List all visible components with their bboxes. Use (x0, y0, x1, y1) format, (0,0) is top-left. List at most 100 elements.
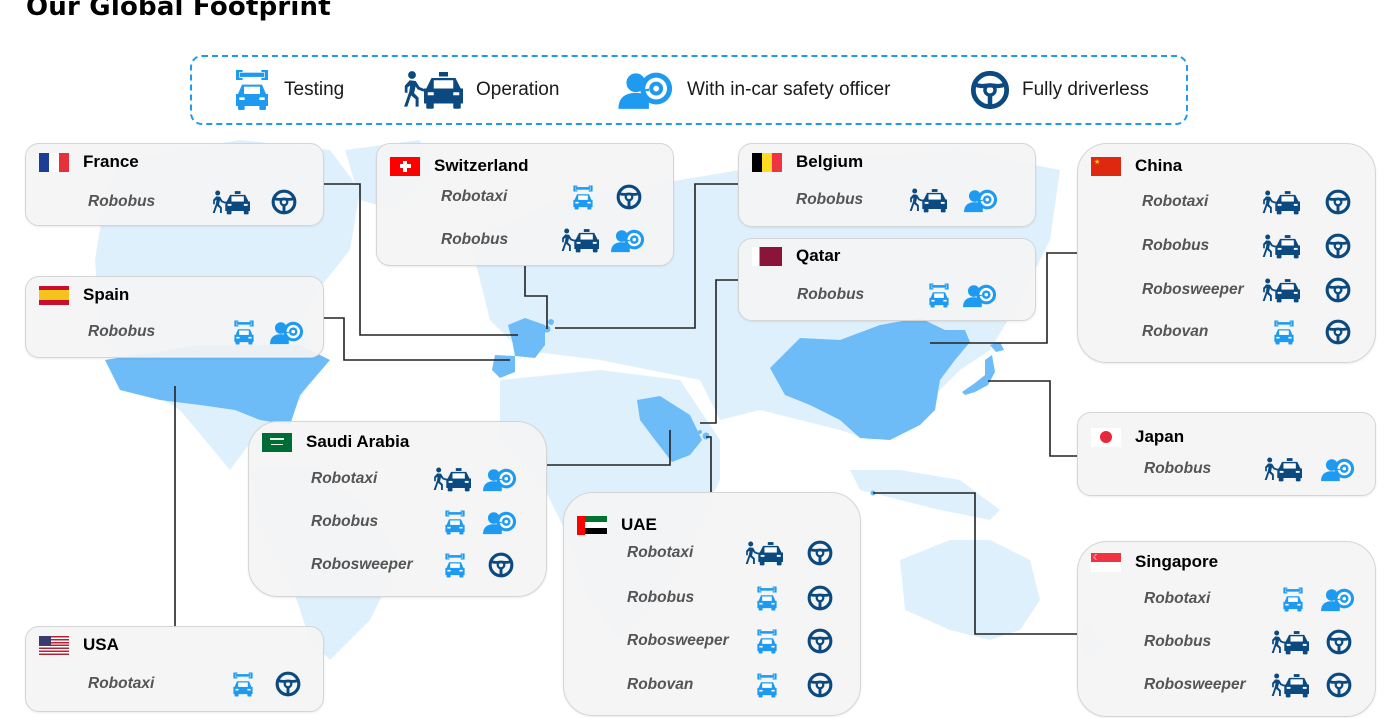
country-name: Singapore (1135, 552, 1219, 571)
service-row: Robotaxi (377, 183, 673, 213)
testing-icon (571, 184, 595, 211)
map-usa (105, 345, 330, 425)
service-name: Robovan (627, 676, 694, 693)
driverless-icon (807, 585, 833, 611)
card-header: ★China (1091, 156, 1182, 176)
service-name: Robotaxi (441, 188, 508, 205)
driverless-icon (1325, 233, 1351, 259)
map-switzerland (543, 325, 551, 333)
flag-spain (39, 285, 69, 305)
service-row: Robotaxi (249, 465, 546, 495)
testing-icon (1272, 319, 1296, 346)
legend-item-driverless: Fully driverless (970, 57, 1149, 123)
legend-label: Fully driverless (1022, 79, 1149, 100)
map-spain (492, 355, 515, 378)
driverless-icon (1325, 319, 1351, 345)
flag-saudi (262, 432, 292, 452)
operation-icon (1271, 672, 1309, 699)
legend-item-operation: Operation (402, 57, 559, 123)
flag-qatar (752, 246, 782, 266)
service-row: Robosweeper (1078, 671, 1375, 701)
card-header: Japan (1091, 427, 1184, 447)
service-name: Robobus (1144, 460, 1212, 477)
service-name: Robosweeper (311, 556, 413, 573)
driverless-icon (807, 672, 833, 698)
safety-officer-icon (482, 510, 518, 535)
legend-label: Operation (476, 79, 560, 100)
service-name: Robotaxi (88, 675, 155, 692)
legend-label: Testing (284, 79, 345, 100)
service-name: Robobus (88, 323, 156, 340)
country-name: Belgium (796, 152, 864, 171)
service-row: Robotaxi (26, 670, 323, 700)
driverless-icon (488, 552, 514, 578)
testing-icon (443, 552, 467, 579)
country-name: France (83, 152, 139, 171)
service-name: Robotaxi (627, 544, 694, 561)
driverless-icon (275, 671, 301, 697)
operation-icon (1271, 629, 1309, 656)
country-name: Saudi Arabia (306, 432, 410, 451)
operation-icon (745, 540, 783, 567)
card-header: Switzerland (390, 156, 528, 176)
service-name: Robobus (1144, 633, 1212, 650)
service-row: Robotaxi (1078, 188, 1375, 218)
service-name: Robotaxi (1142, 193, 1209, 210)
service-name: Robovan (1142, 323, 1209, 340)
operation-icon (909, 187, 947, 214)
flag-switzerland (390, 156, 420, 176)
driverless-icon (807, 628, 833, 654)
operation-icon (1262, 189, 1300, 216)
service-row: Robosweeper (1078, 276, 1375, 306)
testing-icon (1281, 586, 1305, 613)
service-row: Robovan (1078, 318, 1375, 348)
service-row: Robobus (249, 508, 546, 538)
testing-icon (232, 68, 272, 112)
testing-icon (755, 672, 779, 699)
map-saudi (637, 396, 702, 462)
map-qatar (698, 430, 702, 434)
service-name: Robobus (1142, 237, 1210, 254)
country-name: China (1135, 156, 1183, 175)
flag-singapore: ☾ (1091, 552, 1121, 572)
flag-uae (577, 515, 607, 535)
map-singapore (870, 490, 876, 496)
service-name: Robosweeper (1144, 676, 1246, 693)
operation-icon (402, 69, 464, 111)
testing-icon (755, 628, 779, 655)
country-name: USA (83, 635, 119, 654)
operation-icon (433, 466, 471, 493)
driverless-icon (271, 189, 297, 215)
service-row: Robobus (1078, 455, 1375, 485)
driverless-icon (1326, 672, 1352, 698)
card-header: UAE (577, 515, 657, 535)
card-header: Spain (39, 285, 129, 305)
service-row: Robotaxi (564, 539, 860, 569)
service-row: Robotaxi (1078, 585, 1375, 615)
card-header: USA (39, 635, 119, 655)
service-row: Robobus (739, 186, 1035, 216)
country-name: Switzerland (434, 156, 529, 175)
map-france (508, 318, 545, 358)
card-header: France (39, 152, 139, 172)
service-name: Robobus (88, 193, 156, 210)
operation-icon (212, 189, 250, 216)
safety-officer-icon (1320, 457, 1356, 482)
service-name: Robobus (796, 191, 864, 208)
flag-belgium (752, 152, 782, 172)
service-row: Robosweeper (564, 627, 860, 657)
testing-icon (927, 282, 951, 309)
map-japan (962, 355, 995, 395)
country-name: Qatar (796, 246, 841, 265)
operation-icon (1262, 277, 1300, 304)
operation-icon (561, 227, 599, 254)
